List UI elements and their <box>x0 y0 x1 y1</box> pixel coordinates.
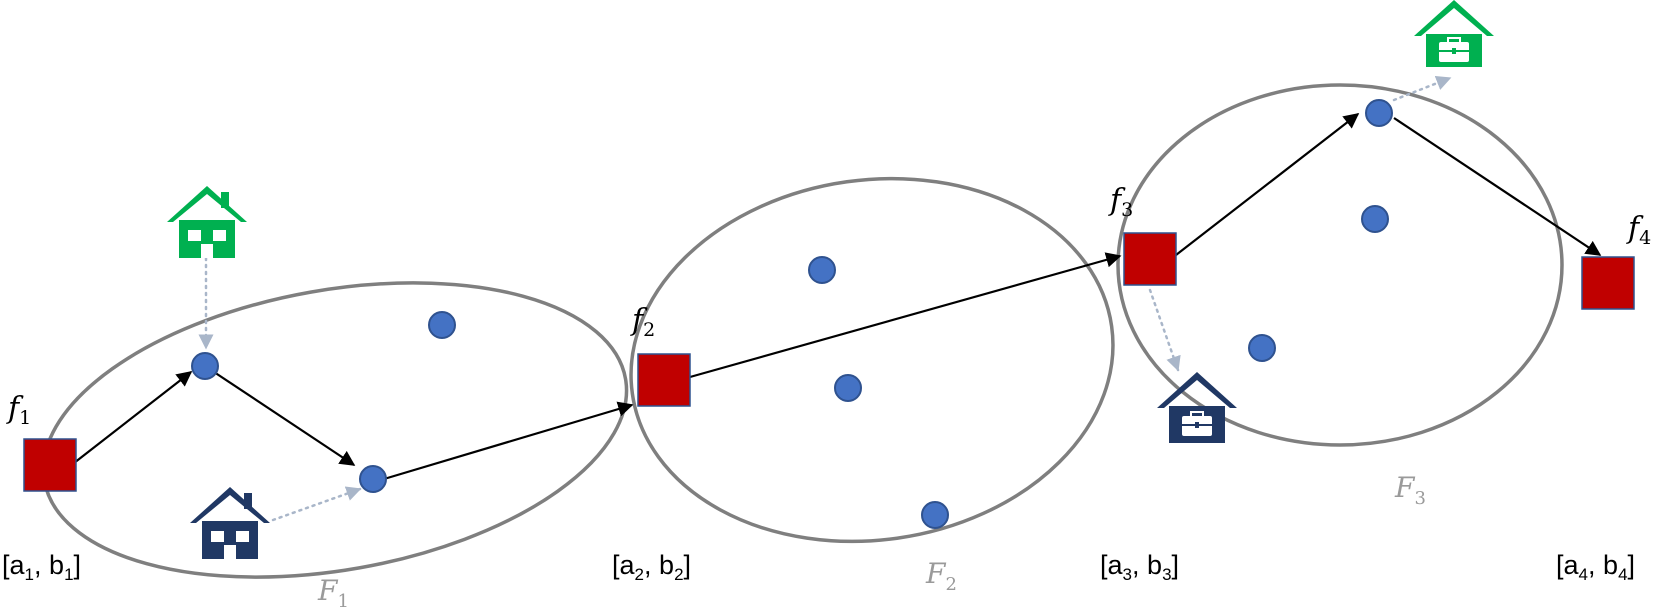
route-edge <box>689 252 1122 379</box>
customer-node <box>428 311 456 339</box>
set-ellipse-f2 <box>629 176 1115 544</box>
time-window-label-4: [a4, b4] <box>1556 550 1635 584</box>
route-edge <box>213 371 356 466</box>
set-label-f1: F1 <box>317 574 349 612</box>
facility-node-f1 <box>23 438 77 492</box>
customer-node <box>1365 99 1393 127</box>
route-edge <box>1175 113 1360 256</box>
assignment-edge <box>1148 288 1181 372</box>
customer-node <box>191 352 219 380</box>
route-edge <box>1393 117 1602 256</box>
time-window-label-1: [a1, b1] <box>2 550 81 584</box>
route-edge <box>73 371 193 464</box>
workplace-icon <box>1414 0 1494 67</box>
facility-node-f2 <box>637 353 691 407</box>
set-ellipse-f3 <box>1116 83 1564 447</box>
time-window-label-2: [a2, b2] <box>612 550 691 584</box>
facility-label-f4: f4 <box>1626 211 1651 249</box>
home-icon <box>190 487 270 559</box>
customer-node <box>1248 334 1276 362</box>
facility-label-f1: f1 <box>6 391 31 429</box>
customer-node <box>808 256 836 284</box>
set-label-f3: F3 <box>1394 471 1426 509</box>
assignment-edge <box>271 486 362 522</box>
facility-label-f3: f3 <box>1108 183 1133 221</box>
customer-node <box>359 465 387 493</box>
customer-node <box>921 501 949 529</box>
customer-node <box>834 374 862 402</box>
set-label-f2: F2 <box>925 557 957 595</box>
facility-node-f3 <box>1123 232 1177 286</box>
route-edge <box>383 401 634 481</box>
facility-label-f2: f2 <box>630 303 655 341</box>
assignment-edge <box>1392 75 1452 102</box>
time-window-label-3: [a3, b3] <box>1100 550 1179 584</box>
customer-node <box>1361 205 1389 233</box>
workplace-icon <box>1157 372 1237 443</box>
facility-node-f4 <box>1581 256 1635 310</box>
home-icon <box>167 186 247 258</box>
